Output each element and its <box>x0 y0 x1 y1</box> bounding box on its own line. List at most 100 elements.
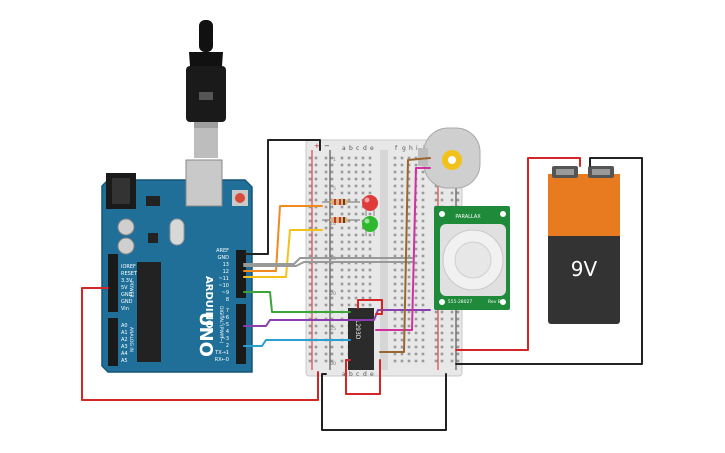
col-label-a-bottom: a <box>342 371 346 378</box>
breadboard-hole <box>340 170 344 174</box>
breadboard-hole <box>330 359 334 363</box>
breadboard-hole <box>400 254 404 258</box>
breadboard-hole <box>421 226 425 230</box>
col-label-d-bottom: d <box>363 371 367 378</box>
breadboard-hole <box>393 170 397 174</box>
breadboard-hole <box>400 352 404 356</box>
breadboard-hole <box>393 338 397 342</box>
breadboard-hole <box>393 219 397 223</box>
breadboard-hole <box>340 345 344 349</box>
breadboard-hole <box>421 254 425 258</box>
pin-label-10: ~10 <box>218 283 229 289</box>
breadboard-hole <box>407 310 411 314</box>
breadboard-hole <box>414 324 418 328</box>
breadboard-hole <box>368 212 372 216</box>
breadboard-hole <box>414 212 418 216</box>
reset-button[interactable] <box>235 193 245 203</box>
breadboard-hole <box>407 331 411 335</box>
breadboard-hole <box>407 156 411 160</box>
breadboard-hole <box>393 289 397 293</box>
breadboard-hole <box>314 268 318 272</box>
breadboard-hole <box>368 268 372 272</box>
wire-magenta <box>375 167 431 331</box>
breadboard-hole <box>340 177 344 181</box>
breadboard-hole <box>330 296 334 300</box>
breadboard-hole <box>400 163 404 167</box>
row-number-30: 30 <box>330 361 336 367</box>
breadboard-hole <box>308 198 312 202</box>
breadboard-hole <box>434 198 438 202</box>
breadboard-hole <box>330 191 334 195</box>
breadboard-hole <box>314 289 318 293</box>
breadboard-hole <box>393 205 397 209</box>
breadboard-hole <box>434 184 438 188</box>
wire-black-battery <box>455 157 643 365</box>
breadboard-hole <box>340 191 344 195</box>
pin-label-aref: AREF <box>216 248 229 254</box>
breadboard-hole <box>330 289 334 293</box>
breadboard-hole <box>324 205 328 209</box>
wire-red-5v <box>81 287 319 401</box>
col-label-b: b <box>349 145 353 152</box>
breadboard-hole <box>314 331 318 335</box>
breadboard-hole <box>314 219 318 223</box>
breadboard-hole <box>330 303 334 307</box>
breadboard-hole <box>330 247 334 251</box>
breadboard-hole <box>393 296 397 300</box>
breadboard-hole <box>393 359 397 363</box>
breadboard-hole <box>354 170 358 174</box>
breadboard-hole <box>324 359 328 363</box>
breadboard-hole <box>314 303 318 307</box>
breadboard-hole <box>324 268 328 272</box>
breadboard-hole <box>440 317 444 321</box>
breadboard-hole <box>308 156 312 160</box>
wire-orange <box>243 205 323 272</box>
breadboard-hole <box>440 352 444 356</box>
breadboard-hole <box>414 359 418 363</box>
wire-red-chip <box>345 359 381 395</box>
wire-gray-2 <box>243 261 413 267</box>
breadboard-hole <box>434 352 438 356</box>
pin-label-a4: A4 <box>121 351 128 357</box>
breadboard-hole <box>456 338 460 342</box>
breadboard-hole <box>400 289 404 293</box>
breadboard-hole <box>450 317 454 321</box>
pin-label-ioref: IOREF <box>121 264 136 270</box>
breadboard-hole <box>407 338 411 342</box>
breadboard-hole <box>347 268 351 272</box>
breadboard-hole <box>407 289 411 293</box>
breadboard-hole <box>400 338 404 342</box>
breadboard-hole <box>347 296 351 300</box>
breadboard-hole <box>347 233 351 237</box>
breadboard-hole <box>414 338 418 342</box>
breadboard-hole <box>354 247 358 251</box>
breadboard-hole <box>361 240 365 244</box>
breadboard-hole <box>440 331 444 335</box>
col-label-d: d <box>363 145 367 152</box>
pin-label-5: ~5 <box>222 322 229 328</box>
breadboard-hole <box>340 282 344 286</box>
breadboard-hole <box>340 352 344 356</box>
power-group-label: POWER <box>128 281 134 298</box>
breadboard-hole <box>324 352 328 356</box>
breadboard-hole <box>456 317 460 321</box>
breadboard-hole <box>400 296 404 300</box>
breadboard-hole <box>324 177 328 181</box>
breadboard-hole <box>361 289 365 293</box>
breadboard-hole <box>407 226 411 230</box>
pin-label-12: 12 <box>223 269 229 275</box>
breadboard-hole <box>361 303 365 307</box>
breadboard-hole <box>414 289 418 293</box>
breadboard-hole <box>368 289 372 293</box>
breadboard-hole <box>354 184 358 188</box>
breadboard-hole <box>414 310 418 314</box>
breadboard-hole <box>393 226 397 230</box>
breadboard-hole <box>414 226 418 230</box>
breadboard-hole <box>407 240 411 244</box>
breadboard-hole <box>354 163 358 167</box>
breadboard-hole <box>330 212 334 216</box>
breadboard-hole <box>393 331 397 335</box>
arduino-model: UNO <box>195 312 216 357</box>
breadboard-hole <box>324 275 328 279</box>
